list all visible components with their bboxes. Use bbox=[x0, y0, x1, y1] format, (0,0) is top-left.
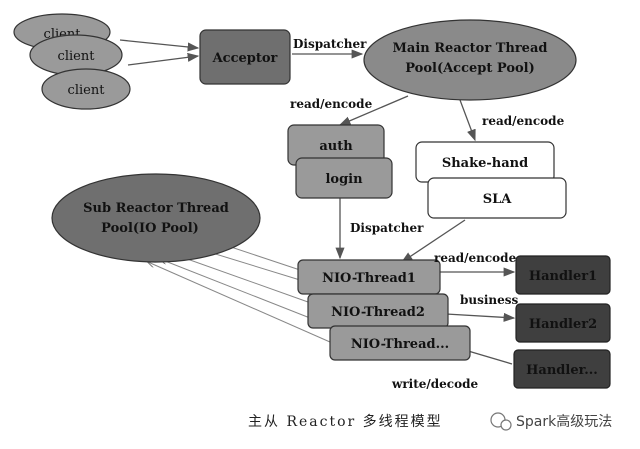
edge-label-business: business bbox=[460, 293, 519, 307]
edge-main-shakehand bbox=[459, 99, 476, 142]
edge-nio2-handler2 bbox=[445, 312, 516, 322]
nio-thread2-label: NIO-Thread2 bbox=[331, 305, 425, 320]
main-reactor-label-line2: Pool(Accept Pool) bbox=[405, 61, 535, 76]
edge-nio2-sub-a bbox=[176, 255, 309, 303]
watermark: Spark高级玩法 bbox=[490, 412, 612, 431]
edge-nio2-sub-b bbox=[160, 259, 311, 319]
sla-label: SLA bbox=[483, 192, 513, 207]
handler-more-label: Handler... bbox=[526, 363, 598, 378]
handler2-box bbox=[515, 303, 611, 343]
edge-main-auth bbox=[338, 95, 409, 126]
edge-label-dispatcher-mid: Dispatcher bbox=[350, 221, 424, 235]
handler1-box bbox=[515, 255, 611, 295]
client-group: client client client bbox=[13, 13, 131, 110]
nio-thread-more-label: NIO-Thread... bbox=[351, 337, 449, 352]
main-reactor-label-line1: Main Reactor Thread bbox=[393, 41, 548, 56]
edges bbox=[119, 39, 516, 365]
sub-reactor-label-line2: Pool(IO Pool) bbox=[101, 221, 199, 236]
watermark-text: Spark高级玩法 bbox=[516, 413, 612, 430]
acceptor-label: Acceptor bbox=[212, 51, 278, 66]
auth-label: auth bbox=[319, 139, 353, 154]
edge-client-acceptor-1 bbox=[119, 39, 200, 52]
edge-label-dispatcher-top: Dispatcher bbox=[293, 37, 367, 51]
edge-client-acceptor-2 bbox=[127, 52, 200, 66]
handler-more-box bbox=[513, 349, 611, 389]
client-node bbox=[41, 68, 131, 110]
client-label: client bbox=[58, 49, 96, 64]
edge-niomore-sub bbox=[148, 262, 331, 343]
edge-label-read-encode-handler: read/encode bbox=[434, 251, 517, 265]
edge-sla-nio bbox=[400, 219, 466, 263]
edge-label-read-encode-right: read/encode bbox=[482, 114, 565, 128]
login-box bbox=[295, 157, 393, 199]
sla-box bbox=[427, 177, 567, 219]
shake-hand-label: Shake-hand bbox=[442, 156, 528, 171]
diagram-caption: 主从 Reactor 多线程模型 bbox=[248, 413, 443, 430]
acceptor-box bbox=[199, 29, 291, 85]
login-label: login bbox=[325, 172, 363, 187]
sub-reactor-label-line1: Sub Reactor Thread bbox=[83, 201, 229, 216]
handler2-label: Handler2 bbox=[529, 317, 597, 332]
nio-thread1-label: NIO-Thread1 bbox=[322, 271, 416, 286]
main-reactor-ellipse bbox=[363, 19, 577, 101]
edge-label-write-decode: write/decode bbox=[391, 377, 478, 391]
wechat-icon bbox=[490, 412, 512, 431]
sub-reactor-ellipse bbox=[51, 173, 261, 263]
edge-label-read-encode-left: read/encode bbox=[290, 97, 373, 111]
client-label: client bbox=[68, 83, 106, 98]
handler1-label: Handler1 bbox=[529, 269, 597, 284]
nio-thread-more-box bbox=[329, 325, 471, 361]
